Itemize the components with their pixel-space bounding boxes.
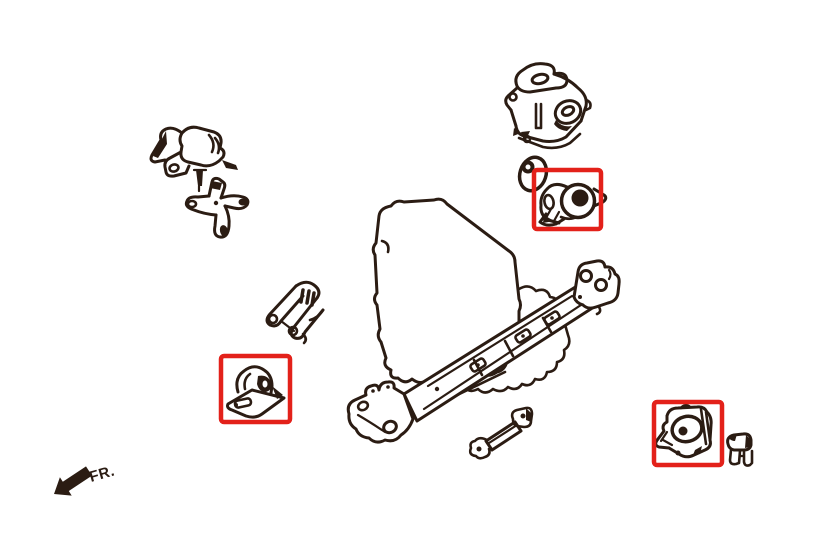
front-direction-indicator: FR. [54, 462, 117, 496]
fr-label: FR. [87, 462, 116, 485]
left-upper-engine-mount [149, 125, 238, 193]
front-crossmember [346, 259, 621, 444]
upper-torque-mount-bracket [504, 62, 592, 150]
front-mount-clevis-bracket [265, 280, 325, 345]
washer-plate [517, 155, 549, 193]
mount-stopper [726, 432, 754, 467]
highlight-box-upper-mount [531, 167, 604, 232]
highlight-box-rear-mount [651, 399, 725, 468]
crossmember-slots [434, 310, 561, 392]
rear-engine-mount [654, 403, 713, 459]
crossmember-left-plate [346, 380, 415, 444]
upper-engine-mount [538, 182, 608, 227]
fr-arrow-icon [54, 466, 92, 496]
highlight-box-front-mount [218, 353, 293, 425]
crossmember-link [468, 406, 534, 460]
crossmember-right-bracket [572, 259, 621, 316]
front-engine-mount [226, 365, 286, 419]
mount-support-cross-bracket [184, 176, 250, 239]
